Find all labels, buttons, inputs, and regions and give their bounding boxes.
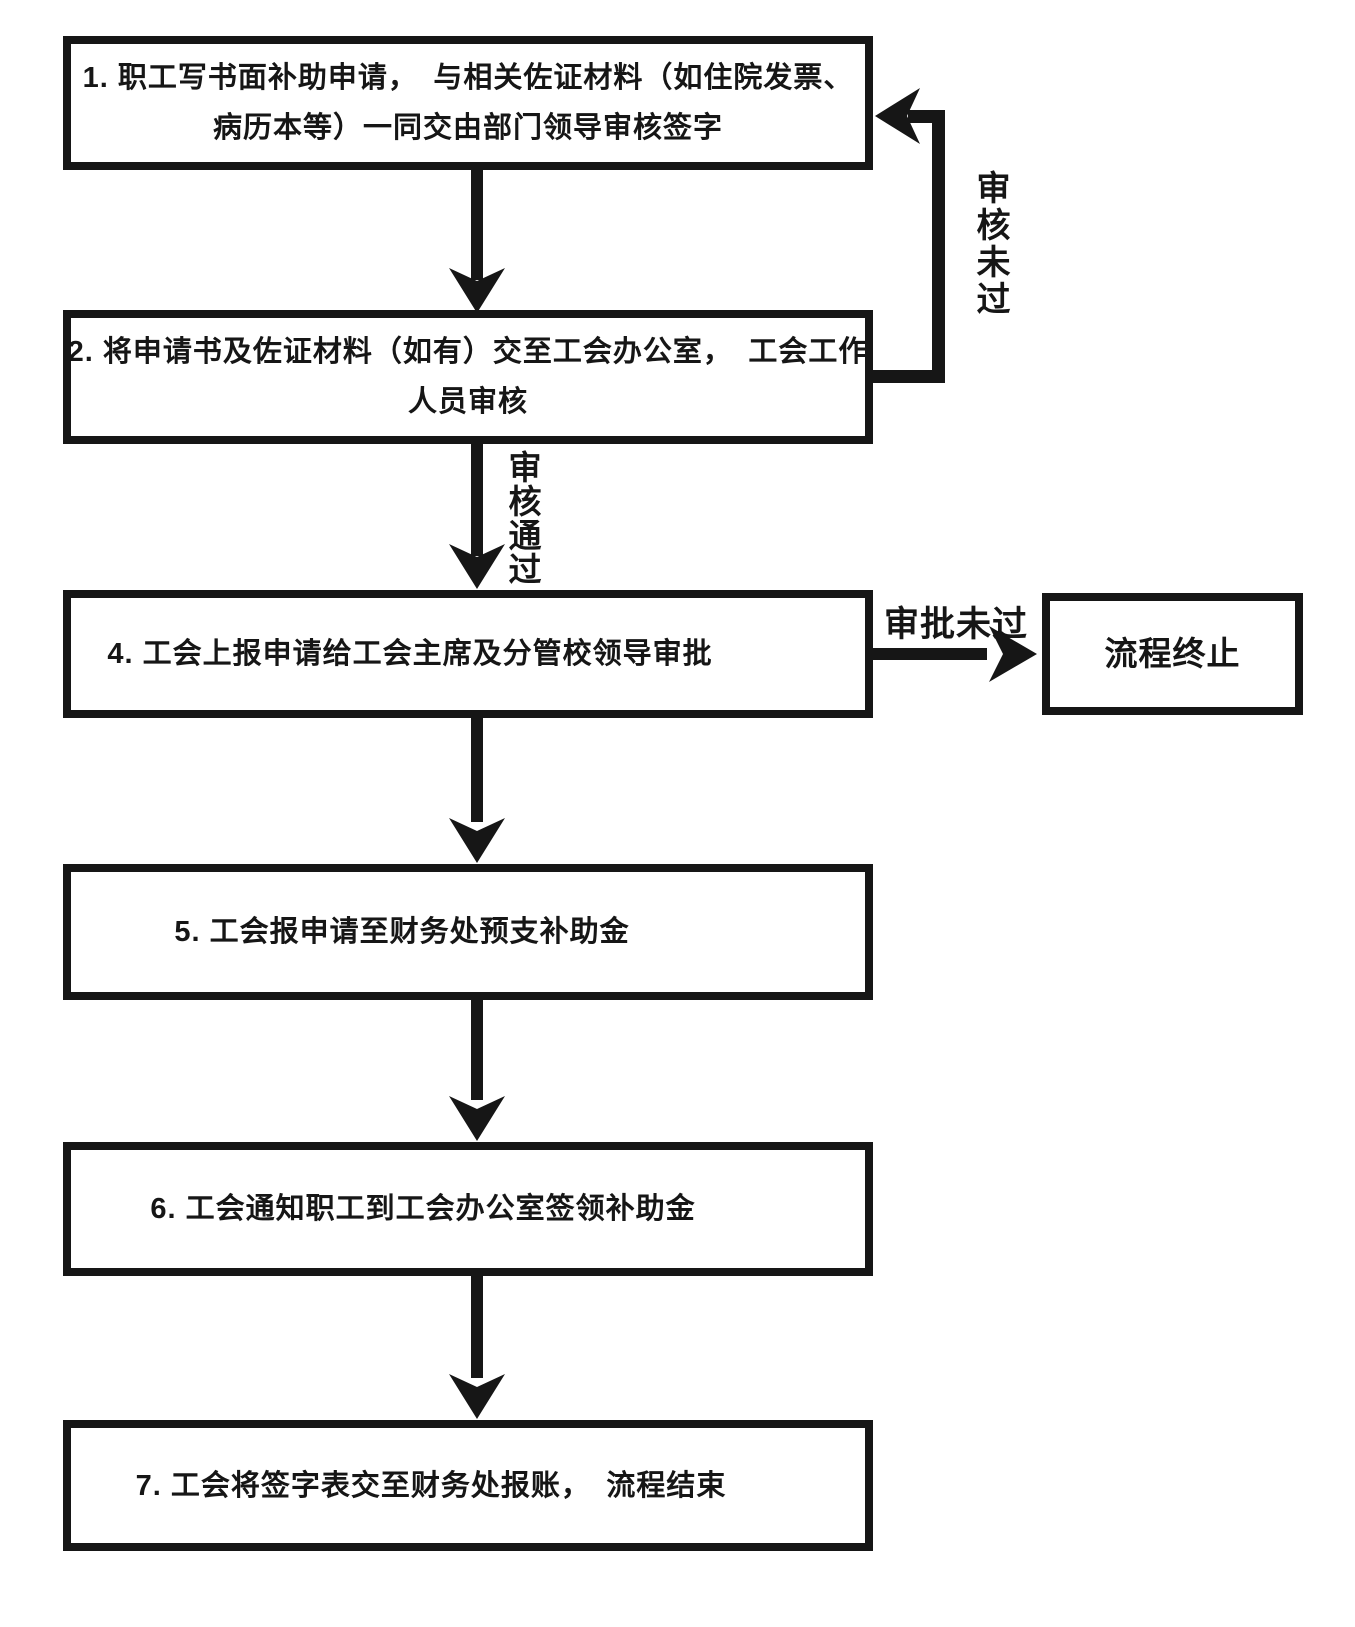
step1-text-line2: 病历本等）一同交由部门领导审核签字: [212, 112, 723, 144]
arrow-step6-to-step7-head: [449, 1374, 505, 1419]
arrow-step5-to-step6-head: [449, 1096, 505, 1141]
arrow-step4-to-terminate-shaft: [873, 648, 987, 660]
step7-box: 7. 工会将签字表交至财务处报账， 流程结束: [63, 1420, 873, 1551]
step4-text: 4. 工会上报申请给工会主席及分管校领导审批: [107, 638, 713, 670]
reject-loop-bottom-segment: [873, 370, 945, 383]
label-review-fail: 审核未过: [971, 170, 1009, 318]
terminate-box: 流程终止: [1042, 593, 1303, 715]
arrow-step4-to-step5-head: [449, 818, 505, 863]
arrow-step2-to-step4-shaft: [471, 444, 483, 556]
terminate-text: 流程终止: [1104, 635, 1241, 672]
step5-text: 5. 工会报申请至财务处预支补助金: [174, 916, 630, 948]
arrow-step6-to-step7-shaft: [471, 1276, 483, 1378]
step2-box: 2. 将申请书及佐证材料（如有）交至工会办公室， 工会工作 人员审核: [63, 310, 873, 444]
arrow-step4-to-step5-shaft: [471, 718, 483, 822]
step6-box: 6. 工会通知职工到工会办公室签领补助金: [63, 1142, 873, 1276]
reject-loop-top-segment: [908, 110, 945, 123]
arrow-step1-to-step2-shaft: [471, 170, 483, 280]
step5-box: 5. 工会报申请至财务处预支补助金: [63, 864, 873, 1000]
reject-loop-arrowhead: [875, 88, 920, 144]
step4-box: 4. 工会上报申请给工会主席及分管校领导审批: [63, 590, 873, 718]
arrow-step4-to-terminate-head: [989, 626, 1037, 682]
step2-text-line1: 2. 将申请书及佐证材料（如有）交至工会办公室， 工会工作: [67, 336, 869, 368]
arrow-step5-to-step6-shaft: [471, 1000, 483, 1100]
step1-text-line1: 1. 职工写书面补助申请， 与相关佐证材料（如住院发票、: [82, 62, 854, 94]
label-review-pass: 审核通过: [504, 450, 541, 586]
arrow-step2-to-step4-head: [449, 544, 505, 589]
arrow-step1-to-step2-head: [449, 268, 505, 313]
step7-text: 7. 工会将签字表交至财务处报账， 流程结束: [135, 1469, 727, 1502]
reject-loop-vertical-segment: [932, 110, 945, 383]
step2-text-line2: 人员审核: [407, 386, 528, 418]
step6-text: 6. 工会通知职工到工会办公室签领补助金: [150, 1193, 696, 1225]
step1-box: 1. 职工写书面补助申请， 与相关佐证材料（如住院发票、 病历本等）一同交由部门…: [63, 36, 873, 170]
